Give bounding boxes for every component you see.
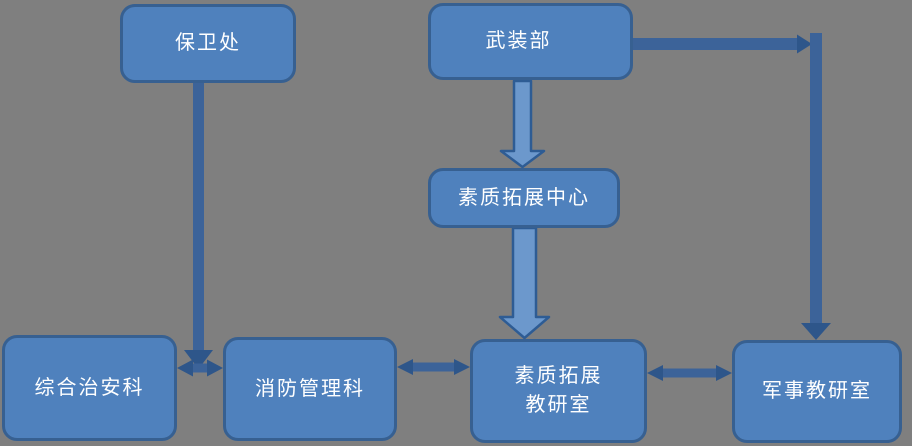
edge-armedforces-military [633,33,831,340]
node-public-order-section-label: 综合治安科 [34,376,145,399]
node-quality-dev-teaching-office-label-line1: 素质拓展 [514,365,603,387]
node-armed-forces-dept: 武装部 [428,3,633,80]
node-security-office-label: 保卫处 [175,32,241,54]
block-arrow-qualitycenter-qualityteaching [498,226,551,340]
edge-qualityteaching-military [647,365,732,381]
node-quality-dev-center: 素质拓展中心 [428,168,620,228]
edge-publicorder-fire [177,359,223,377]
node-quality-dev-center-label: 素质拓展中心 [458,186,590,209]
edge-fire-qualityteaching [397,359,470,375]
node-public-order-section: 综合治安科 [2,335,177,441]
node-fire-management-section: 消防管理科 [223,337,397,441]
node-security-office: 保卫处 [120,4,296,83]
node-armed-forces-dept-label: 武装部 [485,30,552,52]
edge-security-to-sections [184,82,213,369]
node-military-teaching-office: 军事教研室 [732,340,902,443]
node-fire-management-section-label: 消防管理科 [255,377,365,400]
node-quality-dev-teaching-office: 素质拓展 教研室 [470,339,647,443]
node-quality-dev-teaching-office-label-line2: 教研室 [525,394,592,416]
node-military-teaching-office-label: 军事教研室 [762,380,872,402]
block-arrow-armedforces-qualitycenter [499,79,546,169]
